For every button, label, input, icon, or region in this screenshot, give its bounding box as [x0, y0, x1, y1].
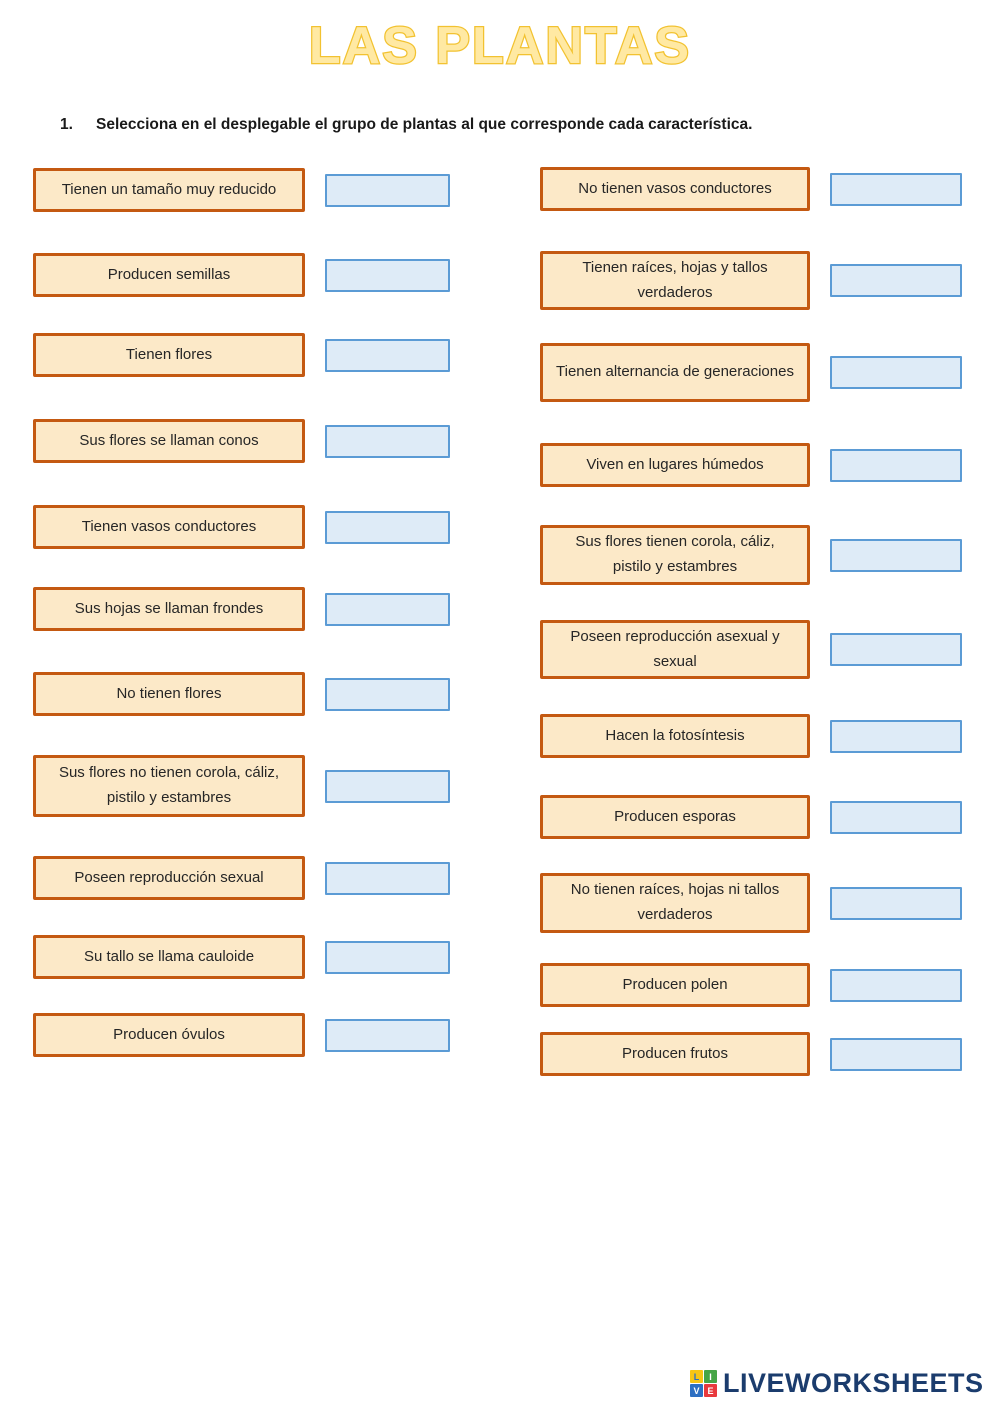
answer-dropdown[interactable]: [325, 173, 450, 207]
liveworksheets-logo-icon: L I V E: [690, 1370, 717, 1397]
characteristic-label: Producen frutos: [540, 1032, 810, 1076]
worksheet-row: Viven en lugares húmedos: [540, 443, 962, 487]
worksheet-row: Tienen alternancia de generaciones: [540, 343, 962, 402]
characteristic-text: No tienen raíces, hojas ni tallos verdad…: [570, 881, 780, 923]
characteristic-label: Poseen reproducción sexual: [33, 856, 305, 900]
logo-square-e: E: [704, 1384, 717, 1397]
characteristic-text: Tienen un tamaño muy reducido: [61, 180, 277, 198]
characteristic-label: Sus flores no tienen corola, cáliz, pist…: [33, 755, 305, 817]
characteristic-text: No tienen vasos conductores: [578, 179, 772, 197]
characteristic-text: Producen frutos: [622, 1044, 728, 1062]
worksheet-row: Producen frutos: [540, 1032, 962, 1076]
answer-dropdown[interactable]: [325, 769, 450, 803]
answer-dropdown[interactable]: [830, 264, 962, 297]
answer-dropdown[interactable]: [830, 800, 962, 834]
answer-dropdown[interactable]: [325, 258, 450, 292]
answer-dropdown[interactable]: [830, 538, 962, 572]
characteristic-label: Sus flores se llaman conos: [33, 419, 305, 463]
characteristic-text: Hacen la fotosíntesis: [605, 726, 745, 744]
characteristic-text: Sus hojas se llaman frondes: [74, 599, 264, 617]
answer-dropdown[interactable]: [830, 448, 962, 482]
characteristic-label: Hacen la fotosíntesis: [540, 714, 810, 758]
worksheet-row: Tienen vasos conductores: [33, 505, 450, 549]
characteristic-text: Producen semillas: [107, 265, 231, 283]
worksheet-row: Tienen flores: [33, 333, 450, 377]
worksheet-row: Sus flores no tienen corola, cáliz, pist…: [33, 755, 450, 817]
characteristic-label: No tienen raíces, hojas ni tallos verdad…: [540, 873, 810, 933]
characteristic-text: Tienen raíces, hojas y tallos verdaderos: [582, 258, 768, 301]
characteristic-text: Sus flores no tienen corola, cáliz, pist…: [58, 764, 280, 806]
answer-dropdown[interactable]: [830, 356, 962, 389]
worksheet-row: Tienen un tamaño muy reducido: [33, 168, 450, 212]
worksheet-row: Sus flores tienen corola, cáliz, pistilo…: [540, 525, 962, 585]
worksheet-row: Hacen la fotosíntesis: [540, 714, 962, 758]
worksheet-row: Tienen raíces, hojas y tallos verdaderos: [540, 251, 962, 310]
worksheet-row: No tienen flores: [33, 672, 450, 716]
characteristic-text: Tienen vasos conductores: [81, 517, 257, 535]
characteristic-label: Tienen raíces, hojas y tallos verdaderos: [540, 251, 810, 310]
characteristic-text: Producen esporas: [614, 807, 736, 825]
characteristic-text: Sus flores se llaman conos: [79, 431, 259, 449]
answer-dropdown[interactable]: [325, 338, 450, 372]
worksheet-row: No tienen raíces, hojas ni tallos verdad…: [540, 873, 962, 933]
characteristic-label: Producen semillas: [33, 253, 305, 297]
answer-dropdown[interactable]: [325, 424, 450, 458]
answer-dropdown[interactable]: [325, 1018, 450, 1052]
answer-dropdown[interactable]: [830, 968, 962, 1002]
characteristic-text: Poseen reproducción sexual: [74, 868, 264, 886]
instruction: 1. Selecciona en el desplegable el grupo…: [60, 116, 940, 134]
answer-dropdown[interactable]: [325, 940, 450, 974]
answer-dropdown[interactable]: [325, 592, 450, 626]
characteristic-label: Sus hojas se llaman frondes: [33, 587, 305, 631]
worksheet-row: Producen esporas: [540, 795, 962, 839]
characteristic-label: Sus flores tienen corola, cáliz, pistilo…: [540, 525, 810, 585]
answer-dropdown[interactable]: [325, 677, 450, 711]
worksheet-row: Su tallo se llama cauloide: [33, 935, 450, 979]
characteristic-label: No tienen vasos conductores: [540, 167, 810, 211]
liveworksheets-brand-text: LIVEWORKSHEETS: [723, 1368, 984, 1398]
answer-dropdown[interactable]: [830, 172, 962, 206]
characteristic-text: Tienen flores: [125, 345, 213, 363]
worksheet-row: No tienen vasos conductores: [540, 167, 962, 211]
worksheet-row: Producen semillas: [33, 253, 450, 297]
characteristic-text: Su tallo se llama cauloide: [83, 947, 255, 965]
worksheet-row: Producen óvulos: [33, 1013, 450, 1057]
characteristic-text: Sus flores tienen corola, cáliz, pistilo…: [575, 533, 775, 575]
logo-square-v: V: [690, 1384, 703, 1397]
answer-dropdown[interactable]: [325, 861, 450, 895]
characteristic-label: Tienen un tamaño muy reducido: [33, 168, 305, 212]
characteristic-label: Su tallo se llama cauloide: [33, 935, 305, 979]
worksheet-row: Producen polen: [540, 963, 962, 1007]
characteristic-text: Producen óvulos: [113, 1025, 225, 1043]
characteristic-label: Producen óvulos: [33, 1013, 305, 1057]
worksheet-row: Poseen reproducción sexual: [33, 856, 450, 900]
worksheet-row: Sus flores se llaman conos: [33, 419, 450, 463]
answer-dropdown[interactable]: [830, 633, 962, 666]
worksheet-row: Poseen reproducción asexual y sexual: [540, 620, 962, 679]
characteristic-label: No tienen flores: [33, 672, 305, 716]
characteristic-label: Producen esporas: [540, 795, 810, 839]
characteristic-label: Tienen alternancia de generaciones: [540, 343, 810, 402]
characteristic-label: Tienen vasos conductores: [33, 505, 305, 549]
characteristic-text: Producen polen: [622, 975, 728, 993]
instruction-text: Selecciona en el desplegable el grupo de…: [96, 116, 753, 133]
characteristic-text: Poseen reproducción asexual y sexual: [570, 627, 780, 670]
worksheet-row: Sus hojas se llaman frondes: [33, 587, 450, 631]
characteristic-label: Producen polen: [540, 963, 810, 1007]
answer-dropdown[interactable]: [830, 1037, 962, 1071]
characteristic-label: Tienen flores: [33, 333, 305, 377]
worksheet-title: LAS PLANTAS: [308, 16, 692, 77]
answer-dropdown[interactable]: [830, 719, 962, 753]
answer-dropdown[interactable]: [830, 886, 962, 920]
answer-dropdown[interactable]: [325, 510, 450, 544]
characteristic-text: Viven en lugares húmedos: [586, 455, 764, 473]
characteristic-label: Poseen reproducción asexual y sexual: [540, 620, 810, 679]
logo-square-l: L: [690, 1370, 703, 1383]
logo-square-i: I: [704, 1370, 717, 1383]
liveworksheets-logo: L I V E LIVEWORKSHEETS: [690, 1368, 984, 1399]
characteristic-text: No tienen flores: [116, 684, 222, 702]
characteristic-text: Tienen alternancia de generaciones: [556, 363, 794, 381]
characteristic-label: Viven en lugares húmedos: [540, 443, 810, 487]
instruction-number: 1.: [60, 116, 73, 133]
